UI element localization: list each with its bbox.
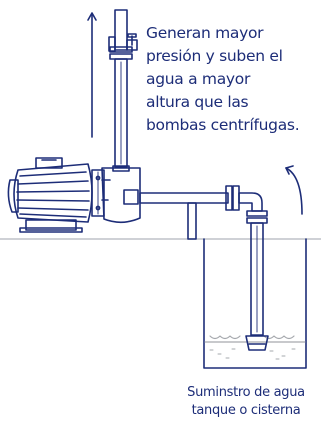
water-tank (203, 238, 307, 369)
pump-coupling (91, 169, 105, 217)
caption-line: presión y suben el (146, 47, 283, 65)
suction-pipe (139, 185, 268, 224)
pump-casing (101, 165, 141, 224)
foot-valve (245, 335, 269, 351)
water-source-line: tanque o cisterna (191, 403, 301, 418)
water-waves (209, 335, 295, 340)
caption-line: bombas centrífugas. (146, 116, 300, 134)
curved-arrow-icon (285, 165, 303, 215)
water-source-label: Suminstro de agua tanque o cisterna (176, 384, 316, 420)
caption-line: altura que las (146, 93, 249, 111)
water-source-line: Suminstro de agua (187, 385, 305, 400)
gate-valve (108, 33, 138, 52)
caption-line: agua a mayor (146, 70, 251, 88)
caption-line: Generan mayor (146, 24, 264, 42)
water-bubbles (209, 348, 296, 360)
discharge-pipe (109, 9, 133, 168)
suction-vertical-pipe (245, 222, 269, 351)
pipe-support (187, 202, 197, 240)
electric-motor (7, 157, 93, 233)
up-arrow-icon (87, 12, 97, 138)
pump-description: Generan mayor presión y suben el agua a … (146, 22, 318, 137)
